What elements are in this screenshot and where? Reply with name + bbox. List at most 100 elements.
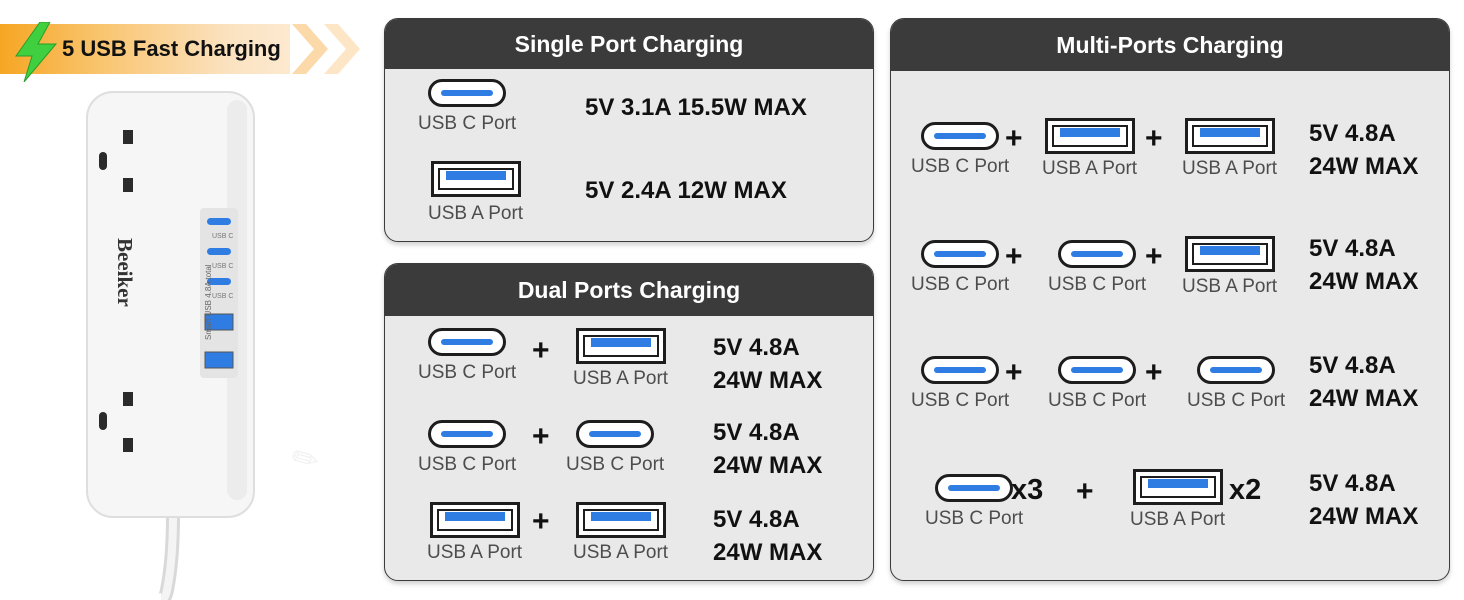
spec-text: 5V 2.4A 12W MAX <box>585 177 787 204</box>
usb-a-port: USB A Port <box>1042 118 1137 180</box>
port-label: USB A Port <box>427 542 523 563</box>
usb-a-port-icon <box>575 502 666 538</box>
usb-c-port-icon <box>921 122 1000 150</box>
port-label: USB C Port <box>418 362 517 383</box>
feature-banner: 5 USB Fast Charging <box>0 20 370 82</box>
port-label: USB C Port <box>911 274 1010 295</box>
chevron-right-icon <box>324 24 360 74</box>
usb-a-port-icon <box>430 161 521 197</box>
plus-sign: + <box>1145 122 1163 155</box>
panel-title: Single Port Charging <box>385 19 873 69</box>
port-label: USB A Port <box>573 368 669 389</box>
usb-c-port-icon <box>1058 240 1137 268</box>
port-label: USB A Port <box>573 542 669 563</box>
usb-c-port: USB C Port <box>418 420 516 476</box>
port-label: USB C Port <box>418 454 517 475</box>
multi-ports-panel: Multi-Ports Charging USB C Port + USB A … <box>890 18 1450 581</box>
spec-line: 5V 4.8A <box>713 506 800 533</box>
usb-c-port-icon <box>921 356 1000 384</box>
spec-text: 5V 4.8A 24W MAX <box>713 503 822 569</box>
usb-c-port: USB C Port <box>911 356 1009 412</box>
power-strip-illustration <box>86 91 255 600</box>
port-label: USB C Port <box>911 390 1010 411</box>
spec-line: 24W MAX <box>1309 385 1419 412</box>
spec-line: 5V 4.8A <box>1309 352 1396 379</box>
plus-sign: + <box>1145 240 1163 273</box>
port-label: USB A Port <box>1130 509 1226 530</box>
spec-line: 24W MAX <box>713 539 823 566</box>
port-label: USB C Port <box>925 508 1024 529</box>
plus-sign: + <box>532 334 550 367</box>
usb-c-port-icon <box>428 79 507 107</box>
usb-a-port-icon <box>1132 469 1223 505</box>
spec-line: 24W MAX <box>1309 268 1419 295</box>
spec-text: 5V 4.8A 24W MAX <box>1309 232 1418 298</box>
usb-c-port: USB C Port <box>1048 356 1146 412</box>
usb-a-port-icon <box>575 328 666 364</box>
spec-line: 24W MAX <box>713 452 823 479</box>
usb-c-port: USB C Port <box>911 240 1009 296</box>
usb-a-port: USB A Port <box>1130 469 1225 531</box>
spec-line: 5V 4.8A <box>1309 235 1396 262</box>
brand-logo: Beeiker <box>113 238 137 307</box>
usb-a-port: USB A Port <box>573 502 668 564</box>
port-label: USB A Port <box>428 203 524 224</box>
plus-sign: + <box>1005 122 1023 155</box>
usb-a-port-icon <box>429 502 520 538</box>
port-label: USB C Port <box>418 113 517 134</box>
usb-c-port: USB C Port <box>418 79 516 135</box>
usb-a-port-icon <box>1184 236 1275 272</box>
plus-sign: + <box>532 420 550 453</box>
usb-c-port-icon <box>576 420 655 448</box>
single-port-panel: Single Port Charging USB C Port 5V 3.1A … <box>384 18 874 242</box>
strip-port-label: USB C <box>212 233 234 240</box>
port-label: USB A Port <box>1182 158 1278 179</box>
usb-c-port-icon <box>428 420 507 448</box>
spec-line: 5V 4.8A <box>1309 120 1396 147</box>
usb-c-port: USB C Port <box>418 328 516 384</box>
usb-c-port-icon <box>1197 356 1276 384</box>
plus-sign: + <box>1145 356 1163 389</box>
usb-c-port-icon <box>428 328 507 356</box>
spec-line: 5V 4.8A <box>1309 470 1396 497</box>
usb-a-port: USB A Port <box>428 161 523 225</box>
strip-port-label: USB C <box>212 263 234 270</box>
panel-title: Multi-Ports Charging <box>891 19 1449 71</box>
usb-a-port: USB A Port <box>573 328 668 390</box>
spec-line: 5V 4.8A <box>713 334 800 361</box>
port-label: USB C Port <box>1048 390 1147 411</box>
background-watermark-glyph: ✎ <box>284 436 327 482</box>
port-label: USB A Port <box>1042 158 1138 179</box>
port-label: USB C Port <box>566 454 665 475</box>
port-label: USB C Port <box>1048 274 1147 295</box>
port-label: USB C Port <box>1187 390 1286 411</box>
spec-text: 5V 4.8A 24W MAX <box>1309 467 1418 533</box>
usb-c-port: USB C Port <box>925 474 1023 530</box>
spec-text: 5V 4.8A 24W MAX <box>1309 349 1418 415</box>
power-strip-product: Beeiker Smart USB 4.8A total USB C USB C… <box>85 90 260 600</box>
plus-sign: + <box>532 505 550 538</box>
usb-a-port-icon <box>1184 118 1275 154</box>
spec-line: 24W MAX <box>713 367 823 394</box>
spec-text: 5V 3.1A 15.5W MAX <box>585 94 807 121</box>
usb-c-port-icon <box>921 240 1000 268</box>
port-label: USB A Port <box>1182 276 1278 297</box>
plus-sign: + <box>1005 240 1023 273</box>
chevron-right-icon <box>292 24 328 74</box>
spec-line: 24W MAX <box>1309 503 1419 530</box>
usb-c-port: USB C Port <box>1048 240 1146 296</box>
port-label: USB C Port <box>911 156 1010 177</box>
panel-title: Dual Ports Charging <box>385 264 873 316</box>
usb-c-port: USB C Port <box>911 122 1009 178</box>
plus-sign: + <box>1076 475 1094 508</box>
spec-line: 5V 4.8A <box>713 419 800 446</box>
banner-label: 5 USB Fast Charging <box>62 36 281 61</box>
usb-a-port: USB A Port <box>1182 118 1277 180</box>
usb-c-port-icon <box>1058 356 1137 384</box>
lightning-bolt-icon <box>15 22 58 82</box>
dual-ports-panel: Dual Ports Charging USB C Port + USB A P… <box>384 263 874 581</box>
spec-line: 24W MAX <box>1309 153 1419 180</box>
plus-sign: + <box>1005 356 1023 389</box>
multiplier-text: x2 <box>1229 474 1262 506</box>
spec-text: 5V 4.8A 24W MAX <box>713 416 822 482</box>
